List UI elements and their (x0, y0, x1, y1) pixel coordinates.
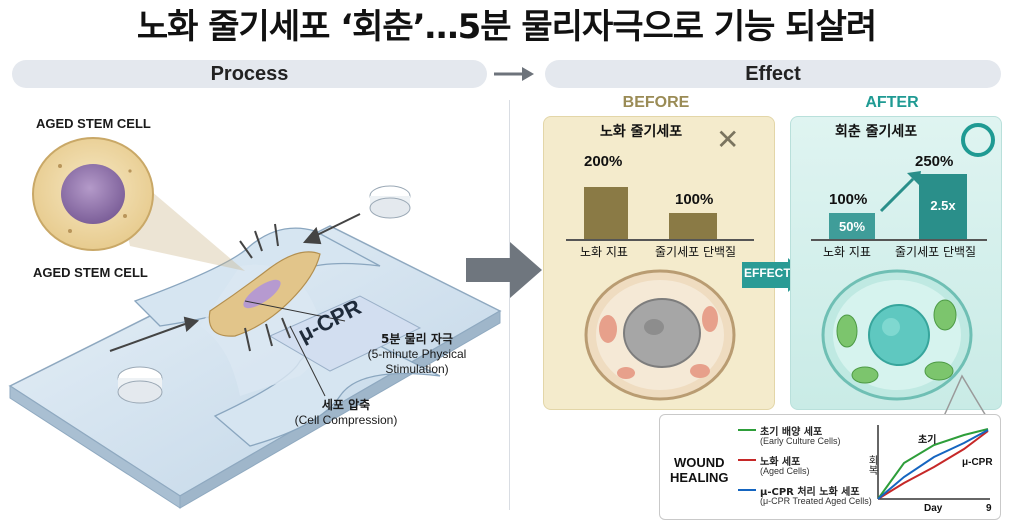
after-bar2-inner: 2.5x (930, 198, 956, 213)
annot-mucpr: μ-CPR (962, 457, 993, 468)
legend-swatch-treated (738, 489, 756, 491)
legend-swatch-early (738, 429, 756, 431)
wound-x-label: Day (924, 503, 943, 514)
wound-title-1: WOUND (673, 455, 725, 470)
legend-en-early: (Early Culture Cells) (760, 436, 841, 446)
after-bar1-inner: 50% (838, 219, 866, 234)
wound-title: WOUND HEALING (670, 455, 729, 485)
stim-ko: 5분 물리 자극 (381, 332, 453, 346)
stim-en-2: Stimulation) (385, 362, 449, 376)
rejuvenated-cell-illustration (821, 269, 973, 401)
stim-en-1: (5-minute Physical (367, 347, 467, 361)
after-baseline (811, 239, 987, 241)
aged-cell-label-chip: AGED STEM CELL (33, 265, 148, 280)
aged-cell-label-top: AGED STEM CELL (36, 116, 151, 131)
before-bar-aging-index (584, 187, 628, 239)
arrow-right-icon (494, 67, 534, 81)
compression-note: 세포 압축 (Cell Compression) (276, 398, 416, 428)
curve-early (877, 428, 989, 500)
legend-ko-aged: 노화 세포 (760, 457, 801, 468)
big-arrow-icon (466, 242, 542, 298)
after-label-2: 줄기세포 단백질 (895, 245, 977, 259)
effect-header: Effect (545, 60, 1001, 88)
wound-title-2: HEALING (670, 470, 729, 485)
before-panel-title: 노화 줄기세포 (600, 124, 683, 140)
after-bar2-pct: 250% (915, 153, 954, 170)
curve-aged (877, 430, 989, 500)
before-bar2-pct: 100% (675, 191, 714, 208)
before-bar1-pct: 200% (584, 153, 623, 170)
before-label-2: 줄기세포 단백질 (655, 245, 737, 259)
wound-healing-panel: WOUND HEALING 초기 배양 세포 (Early Culture Ce… (659, 414, 1001, 520)
callout-connector (943, 374, 987, 417)
before-label-1: 노화 지표 (580, 245, 628, 259)
after-bar-aging-index: 50% (829, 213, 875, 239)
aged-cell-illustration (584, 269, 736, 401)
after-bar-stem-protein: 2.5x (919, 174, 967, 239)
compress-en: (Cell Compression) (294, 413, 398, 427)
wound-y-label: 회복 (866, 455, 877, 475)
before-bar-stem-protein (669, 213, 717, 239)
legend-ko-early: 초기 배양 세포 (760, 427, 823, 438)
stimulation-note: 5분 물리 자극 (5-minute Physical Stimulation) (352, 332, 482, 377)
before-header: BEFORE (622, 94, 690, 111)
after-bar1-pct: 100% (829, 191, 868, 208)
legend-en-aged: (Aged Cells) (760, 466, 810, 476)
legend-ko-treated: μ-CPR 처리 노화 세포 (760, 487, 860, 498)
after-panel-title: 회춘 줄기세포 (835, 124, 918, 140)
after-label-1: 노화 지표 (823, 245, 871, 259)
x-mark-icon: ✕ (716, 123, 740, 156)
effect-arrow-label: EFFECT (744, 266, 791, 280)
curve-treated (877, 429, 989, 500)
process-illustration (8, 137, 502, 509)
circle-mark-icon (961, 123, 995, 157)
increase-arrow-icon (879, 171, 921, 213)
page-title: 노화 줄기세포 ‘회춘’…5분 물리자극으로 기능 되살려 (136, 7, 877, 47)
annot-early: 초기 (918, 435, 937, 446)
before-baseline (566, 239, 754, 241)
wound-healing-chart (877, 425, 990, 500)
section-divider (509, 100, 510, 510)
wound-x-end: 9 (986, 503, 992, 514)
compress-ko: 세포 압축 (321, 398, 371, 412)
legend-en-treated: (μ-CPR Treated Aged Cells) (760, 496, 872, 506)
legend-swatch-aged (738, 459, 756, 461)
after-header: AFTER (865, 94, 919, 111)
after-panel: 회춘 줄기세포 100% 250% 50% 2.5x 노화 지표 줄기세포 단백… (790, 116, 1002, 410)
before-panel: 노화 줄기세포 ✕ 200% 100% 노화 지표 줄기세포 단백질 (543, 116, 775, 410)
process-header: Process (12, 60, 487, 88)
